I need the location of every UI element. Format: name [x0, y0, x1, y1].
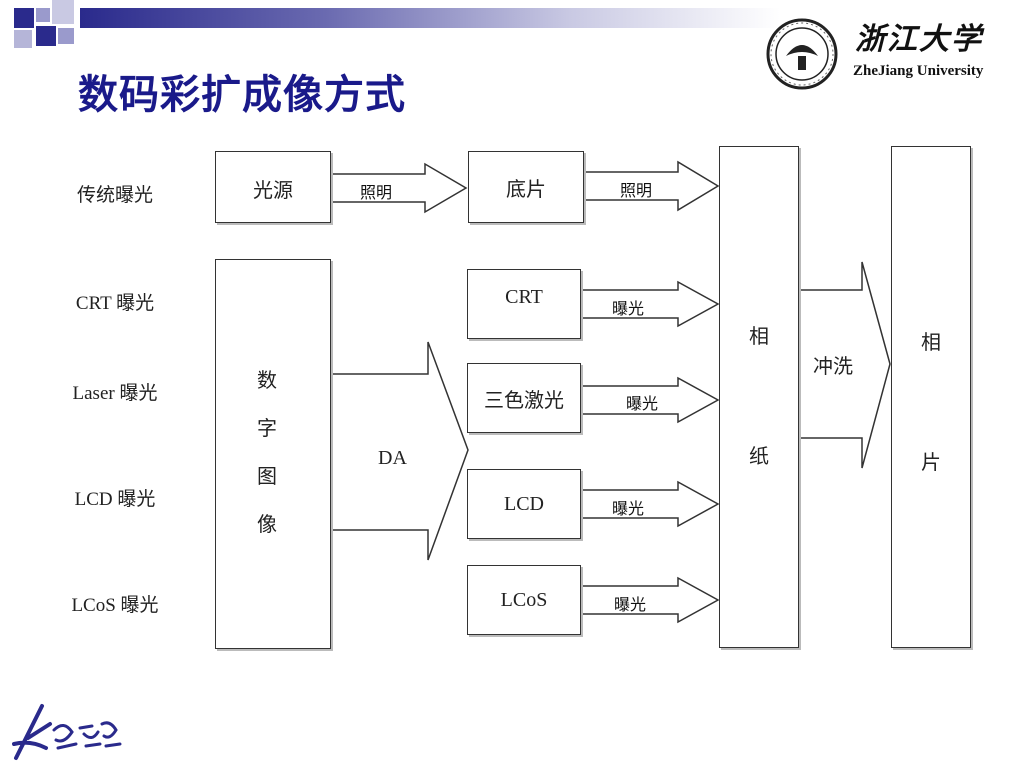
corner-square — [14, 8, 34, 28]
arrow-illuminate-2 — [584, 160, 720, 212]
box-photo-char: 相 — [921, 332, 941, 354]
box-digital-image-char: 数 — [257, 370, 277, 392]
arrow-label: 照明 — [360, 183, 393, 202]
box-digital-image-char: 像 — [257, 514, 277, 536]
row-label: 传统曝光 — [76, 185, 153, 206]
arrow-da — [331, 341, 469, 561]
box-lcos: LCoS — [467, 565, 581, 635]
arrow-expose-lcd — [581, 480, 720, 528]
box-photo-paper-char: 相 — [749, 326, 769, 348]
arrow-label-develop: 冲洗 — [813, 356, 853, 378]
box-digital-image — [215, 259, 331, 649]
university-name: ZheJiang University — [853, 63, 984, 79]
arrow-label: 照明 — [620, 181, 653, 200]
row-label: LCoS 曝光 — [71, 595, 159, 616]
corner-square — [36, 26, 56, 46]
corner-square — [58, 28, 74, 44]
row-label: CRT 曝光 — [75, 293, 155, 314]
university-seal-icon — [766, 18, 838, 90]
box-photo-paper — [719, 146, 799, 648]
slide-title: 数码彩扩成像方式 — [78, 72, 406, 118]
corner-square — [36, 8, 50, 22]
arrow-develop — [799, 261, 891, 469]
box-lcd: LCD — [467, 469, 581, 539]
arrow-label: 曝光 — [614, 595, 647, 614]
university-name-cn: 浙江大学 — [855, 22, 983, 57]
arrow-illuminate-1 — [331, 162, 468, 214]
corner-square — [52, 0, 74, 24]
arrow-expose-laser — [581, 376, 720, 424]
corner-square — [14, 30, 32, 48]
arrow-expose-crt — [581, 280, 720, 328]
box-photo-char: 片 — [921, 452, 941, 474]
arrow-label: 曝光 — [626, 394, 659, 413]
arrow-expose-lcos — [581, 576, 720, 624]
row-label: LCD 曝光 — [74, 489, 156, 510]
box-photo-paper-char: 纸 — [749, 446, 769, 468]
box-crt: CRT — [467, 269, 581, 339]
arrow-label-da: DA — [378, 447, 407, 469]
box-tricolor-laser: 三色激光 — [467, 363, 581, 433]
box-photo — [891, 146, 971, 648]
arrow-label: 曝光 — [612, 299, 645, 318]
row-label: Laser 曝光 — [72, 383, 158, 404]
footer-calligraphy-logo-icon — [12, 704, 122, 760]
box-digital-image-char: 字 — [257, 418, 277, 440]
box-film: 底片 — [468, 151, 584, 223]
box-digital-image-char: 图 — [257, 466, 277, 488]
header-bar — [80, 8, 780, 28]
arrow-label: 曝光 — [612, 499, 645, 518]
box-light-source: 光源 — [215, 151, 331, 223]
